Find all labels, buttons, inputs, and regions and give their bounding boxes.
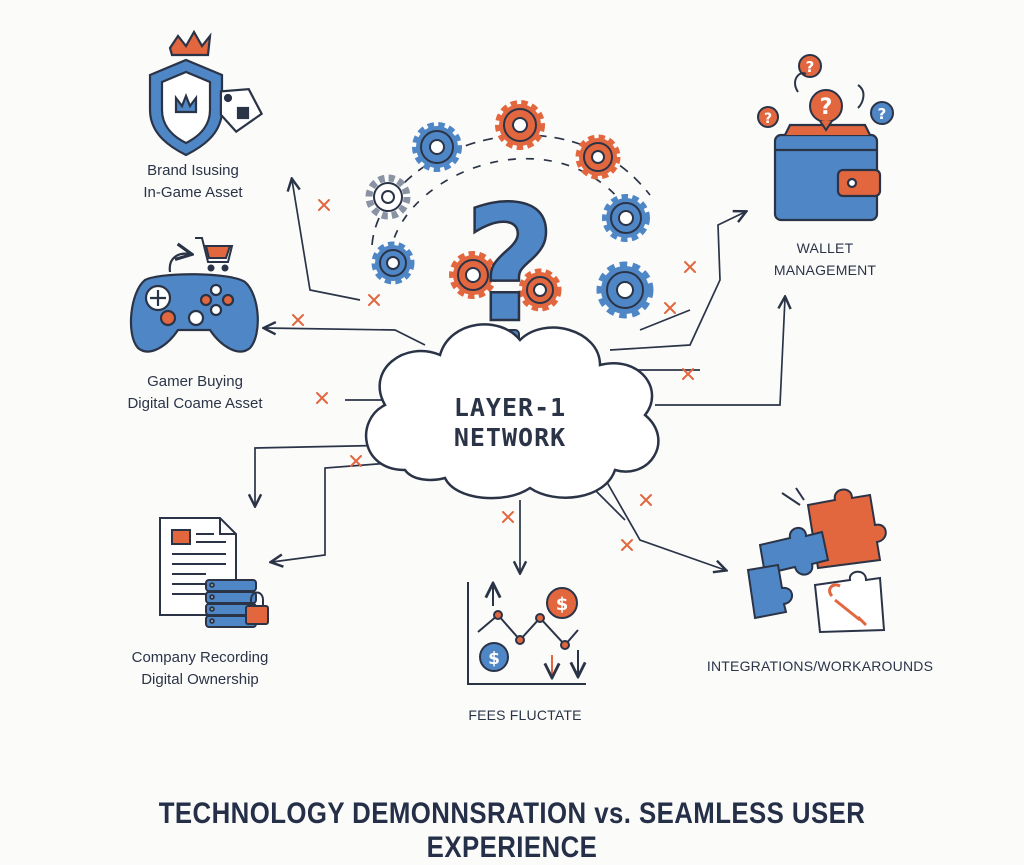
wallet-label-line2: MANAGEMENT (760, 259, 890, 281)
question-small-icon: ? (764, 111, 772, 127)
brand-label: Brand Isusing In-Game Asset (118, 160, 268, 204)
cross-mark (641, 495, 651, 505)
question-small-icon: ? (806, 58, 815, 76)
cross-mark (622, 540, 632, 550)
network-label-line1: LAYER-1 (400, 393, 620, 423)
gamer-label-line2: Digital Coame Asset (110, 393, 280, 415)
brand-label-line1: Brand Isusing (118, 160, 268, 182)
gamepad-icon (131, 254, 258, 352)
gamer-label-line1: Gamer Buying (110, 371, 280, 393)
wallet-label-line1: WALLET (760, 237, 890, 259)
cross-mark (319, 200, 329, 210)
company-label-line2: Digital Ownership (115, 669, 285, 691)
gear-icon (369, 178, 407, 216)
fees-chart-icon (468, 582, 586, 684)
cross-mark (369, 295, 379, 305)
cross-mark (351, 456, 361, 466)
wallet-label: WALLET MANAGEMENT (760, 237, 890, 281)
shield-icon (150, 32, 265, 155)
fees-label-text: FEES FLUCTATE (450, 704, 600, 726)
gear-icon (606, 198, 646, 238)
brand-label-line2: In-Game Asset (118, 182, 268, 204)
question-small-icon: ? (820, 95, 833, 120)
network-label: LAYER-1 NETWORK (400, 393, 620, 453)
footer-title: TECHNOLOGY DEMONNSRATION vs. SEAMLESS US… (72, 797, 953, 865)
gear-icon (601, 266, 649, 314)
gear-icon (375, 245, 411, 281)
gear-icon (499, 104, 541, 146)
gear-icon (416, 126, 458, 168)
fees-label: FEES FLUCTATE (450, 704, 600, 726)
company-label: Company Recording Digital Ownership (115, 647, 285, 691)
gamer-label: Gamer Buying Digital Coame Asset (110, 371, 280, 415)
gear-icon (579, 138, 617, 176)
network-label-line2: NETWORK (400, 423, 620, 453)
puzzle-icon (748, 488, 886, 632)
question-small-icon: ? (878, 105, 887, 123)
dollar-icon: $ (488, 649, 500, 669)
cross-mark (293, 315, 303, 325)
cart-icon (195, 238, 232, 271)
integrations-label-text: INTEGRATIONS/WORKAROUNDS (700, 655, 940, 677)
cross-mark (685, 262, 695, 272)
integrations-label: INTEGRATIONS/WORKAROUNDS (700, 655, 940, 677)
cross-mark (317, 393, 327, 403)
dollar-icon: $ (556, 594, 569, 615)
company-label-line1: Company Recording (115, 647, 285, 669)
cross-mark (665, 303, 675, 313)
wallet-icon (775, 125, 880, 220)
cross-mark (503, 512, 513, 522)
